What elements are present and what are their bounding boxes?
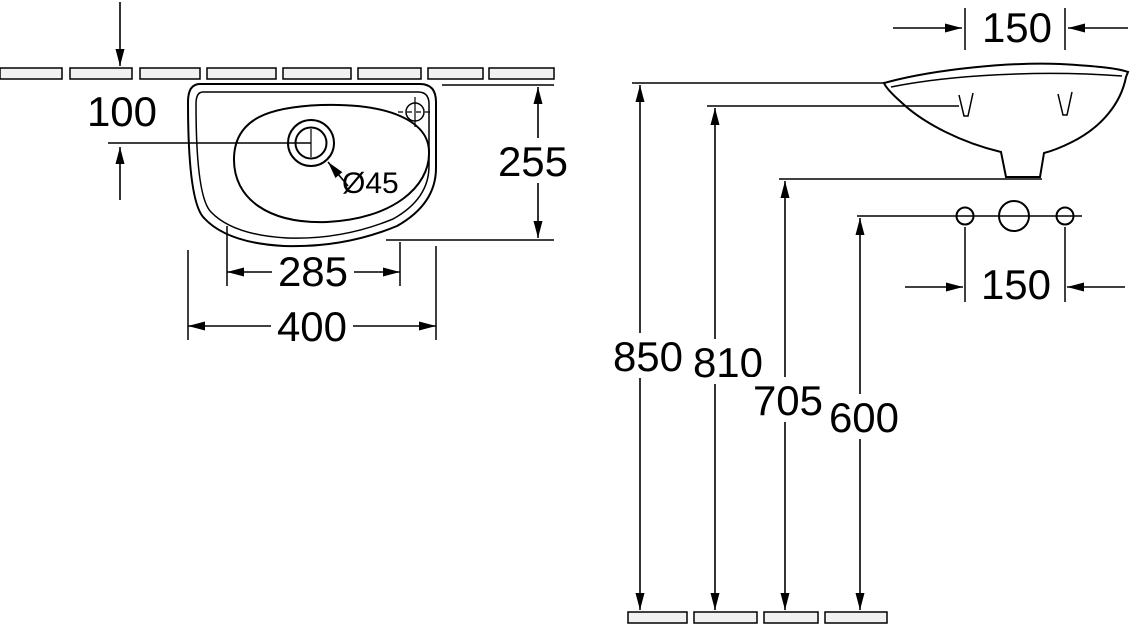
dim-810-label-mask bbox=[687, 339, 769, 384]
tap-hole-mark-right bbox=[1057, 91, 1073, 116]
wall-tile bbox=[139, 67, 201, 80]
dim-150-bottom-label-mask bbox=[975, 261, 1057, 306]
floor-tile bbox=[824, 611, 888, 624]
elevation-view: 150 850 810 705 600 150 bbox=[607, 4, 1130, 624]
wall-tile bbox=[427, 67, 484, 80]
dim-label-overall-width: 400 bbox=[277, 303, 347, 350]
tap-hole-mark-left bbox=[958, 92, 974, 117]
dim-label-tap-hole-diameter: Ø45 bbox=[342, 167, 399, 200]
floor-tiles bbox=[627, 611, 888, 624]
wall-tile bbox=[488, 67, 555, 80]
wall-tiles bbox=[0, 67, 555, 80]
dim-850-label-mask bbox=[607, 333, 689, 378]
basin-rim-inner-line bbox=[890, 72, 1123, 88]
dim-400-label-mask bbox=[271, 303, 353, 348]
wall-tile bbox=[206, 67, 277, 80]
wall-tile bbox=[0, 67, 63, 80]
plan-view: 100 255 Ø45 285 400 bbox=[0, 2, 574, 350]
wall-tile bbox=[282, 67, 352, 80]
dim-label-depth: 255 bbox=[498, 138, 568, 185]
floor-tile bbox=[693, 611, 758, 624]
basin-side-profile bbox=[882, 62, 1130, 178]
dim-label-fixing-spacing: 150 bbox=[981, 261, 1051, 308]
dim-label-bowl-width: 285 bbox=[278, 248, 348, 295]
dim-600-label-mask bbox=[823, 394, 905, 439]
floor-tile bbox=[763, 611, 819, 624]
dim-label-fixing-height: 600 bbox=[829, 394, 899, 441]
floor-tile bbox=[627, 611, 688, 624]
wall-tile bbox=[357, 67, 422, 80]
dim-diameter-leader bbox=[327, 161, 349, 187]
dim-label-rim-height: 850 bbox=[613, 333, 683, 380]
dim-label-tap-offset: 100 bbox=[87, 88, 157, 135]
dim-label-tap-spacing: 150 bbox=[982, 4, 1052, 51]
dim-255-label-mask bbox=[492, 138, 574, 183]
dim-285-label-mask bbox=[272, 248, 354, 293]
dim-705-label-mask bbox=[747, 377, 829, 422]
dim-label-basin-bottom-height: 705 bbox=[753, 377, 823, 424]
wall-tile bbox=[69, 67, 133, 80]
